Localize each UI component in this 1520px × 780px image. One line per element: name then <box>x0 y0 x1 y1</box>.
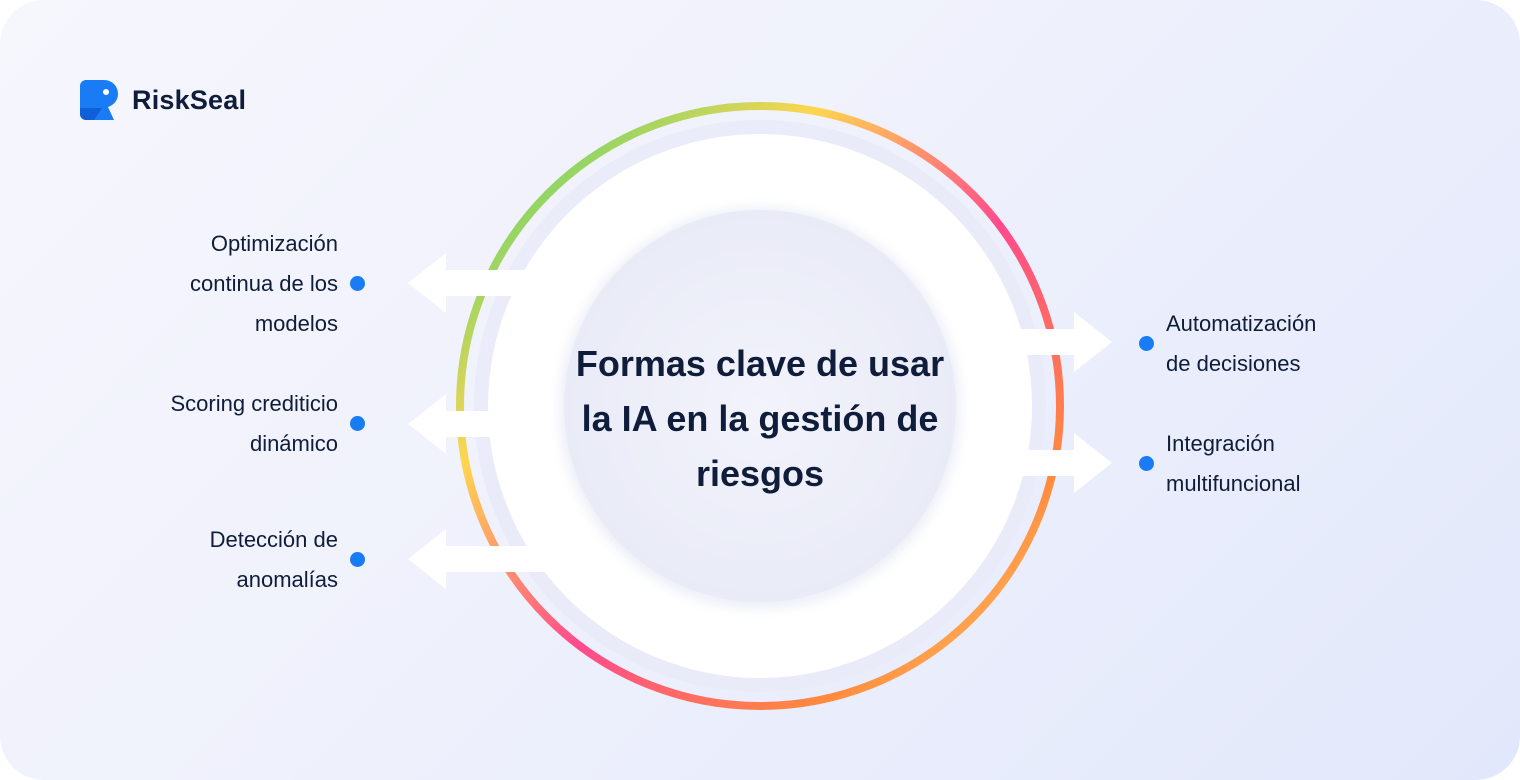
bullet-dot <box>1139 456 1154 471</box>
seal-icon <box>80 80 118 120</box>
center-title: Formas clave de usar la IA en la gestión… <box>575 343 945 494</box>
left-item-label-3: Detección de anomalías <box>209 527 338 592</box>
bullet-dot <box>350 276 365 291</box>
inner-disc <box>564 210 956 602</box>
outer-ring <box>456 102 1064 710</box>
bullet-dot <box>350 416 365 431</box>
arrow-right-2 <box>1020 433 1112 493</box>
left-item-label-1: Optimización continua de los modelos <box>190 231 338 336</box>
right-item-label-2: Integración multifuncional <box>1166 431 1301 496</box>
bullet-dot <box>1139 336 1154 351</box>
arrow-left-1 <box>408 253 544 313</box>
right-item-label-1: Automatización de decisiones <box>1166 311 1317 376</box>
arrow-right-1 <box>1020 312 1112 372</box>
brand-logo[interactable]: RiskSeal <box>80 80 246 120</box>
left-item-label-2: Scoring crediticio dinámico <box>170 391 338 456</box>
arrow-left-3 <box>408 529 544 589</box>
arrow-left-2 <box>408 394 494 454</box>
brand-name: RiskSeal <box>132 84 247 115</box>
bullet-dot <box>350 552 365 567</box>
